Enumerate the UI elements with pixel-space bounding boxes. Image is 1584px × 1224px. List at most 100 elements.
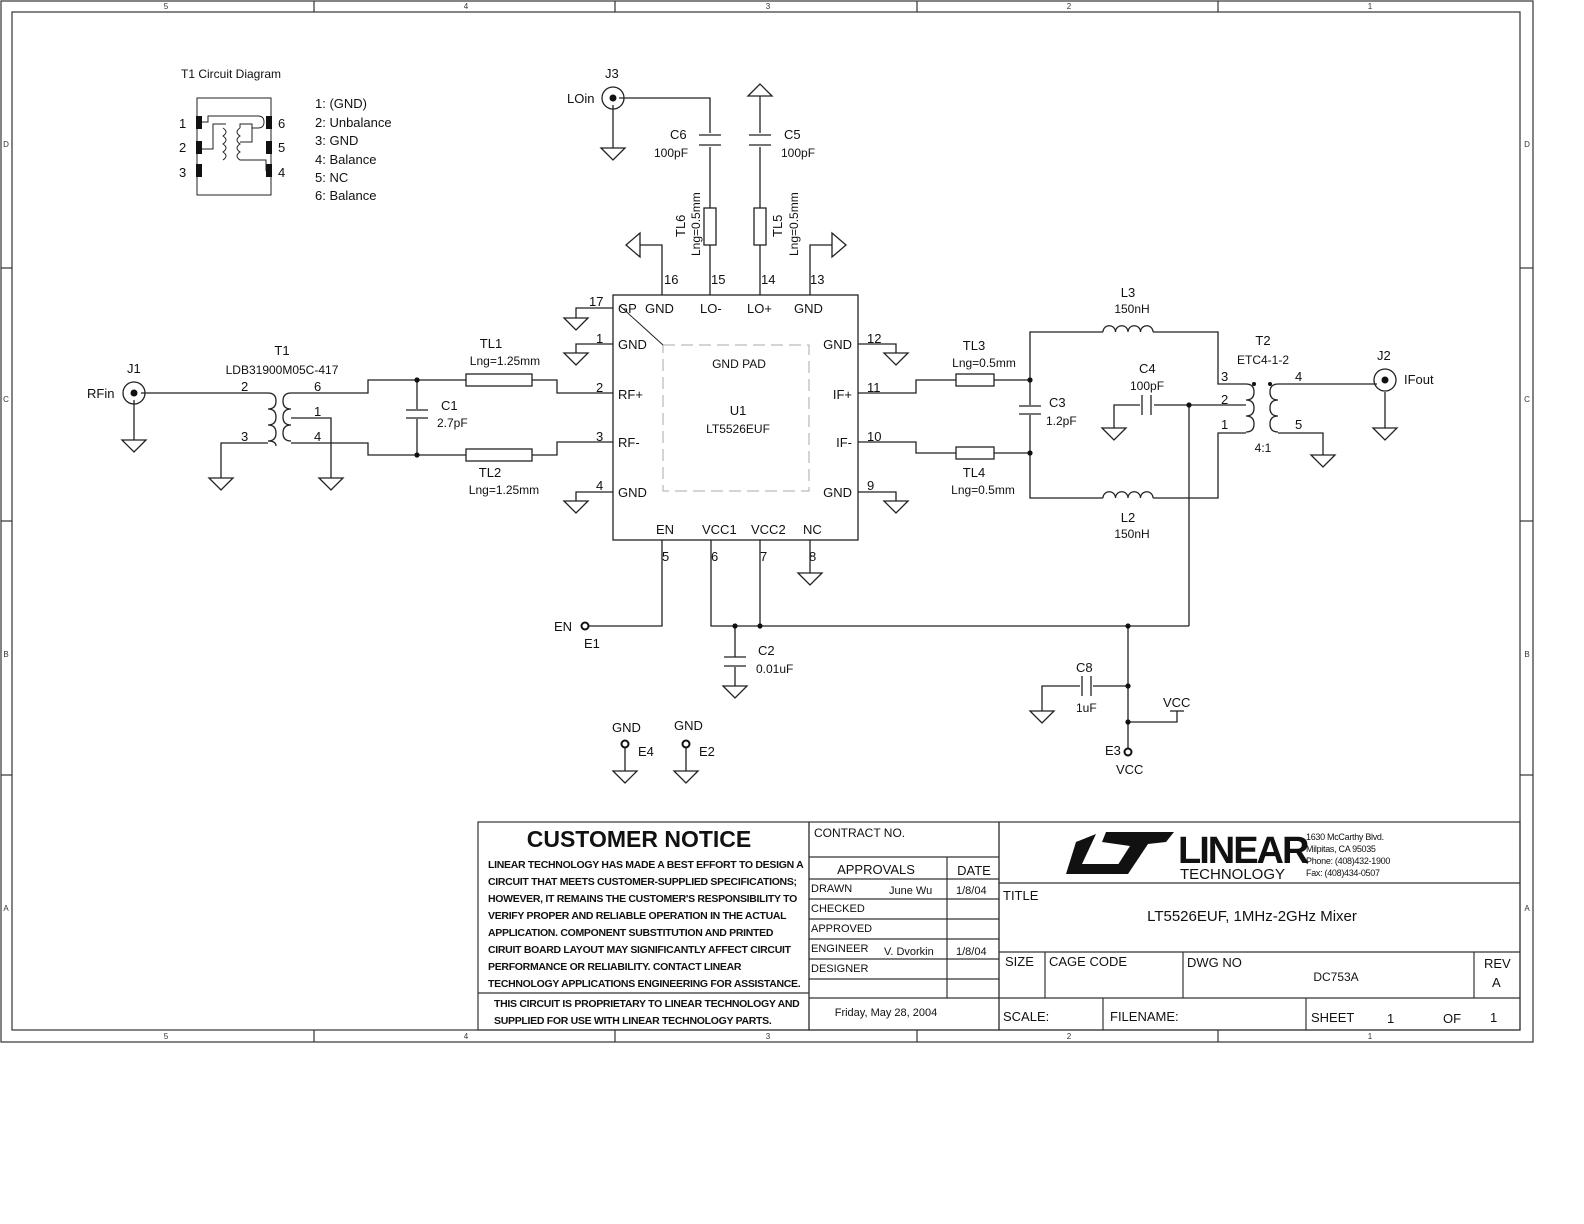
t1-pin-2: 2 xyxy=(241,379,248,394)
l3-value: 150nH xyxy=(1114,302,1149,316)
c8-value: 1uF xyxy=(1076,701,1097,715)
notice-line-2: CIRCUIT THAT MEETS CUSTOMER-SUPPLIED SPE… xyxy=(488,876,797,888)
notice-line-3: HOWEVER, IT REMAINS THE CUSTOMER'S RESPO… xyxy=(488,893,797,905)
u1-pin-3-name: RF- xyxy=(618,435,640,450)
testpoint-e1: EN E1 xyxy=(554,619,600,651)
ground-icon xyxy=(882,352,910,366)
zone-row-d-right: D xyxy=(1524,140,1530,149)
u1-pin-12-num: 12 xyxy=(867,331,881,346)
u1-pin-1-name: GND xyxy=(618,337,647,352)
print-date: Friday, May 28, 2004 xyxy=(835,1007,938,1019)
c5-value: 100pF xyxy=(781,146,815,160)
approval-role-drawn: DRAWN xyxy=(811,883,852,895)
tl2-ref: TL2 xyxy=(479,465,501,480)
t1-pin-6: 6 xyxy=(314,379,321,394)
j3-net: LOin xyxy=(567,91,594,106)
customer-notice-heading: CUSTOMER NOTICE xyxy=(527,826,751,852)
notice-line-5: APPLICATION. COMPONENT SUBSTITUTION AND … xyxy=(488,927,774,939)
t2-pin-3: 3 xyxy=(1221,369,1228,384)
address-line-4: Fax: (408)434-0507 xyxy=(1306,868,1380,878)
zone-col-1: 1 xyxy=(1368,2,1373,11)
l2-ref: L2 xyxy=(1121,510,1135,525)
approval-role-approved: APPROVED xyxy=(811,923,872,935)
u1-pin-13-name: GND xyxy=(794,301,823,316)
u1-pin-16-num: 16 xyxy=(664,272,678,287)
zone-col-5: 5 xyxy=(164,2,169,11)
tl3-ref: TL3 xyxy=(963,338,985,353)
e3-ref: E3 xyxy=(1105,743,1121,758)
t1-pin-1-label: 1 xyxy=(179,116,186,131)
approval-role-designer: DESIGNER xyxy=(811,963,869,975)
tl5-value: Lng=0.5mm xyxy=(787,192,801,256)
t2-pin-2: 2 xyxy=(1221,392,1228,407)
zone-col-2-bottom: 2 xyxy=(1067,1032,1072,1041)
c2-ref: C2 xyxy=(758,643,775,658)
u1-pin-7-name: VCC2 xyxy=(751,522,786,537)
zone-labels: 5 4 3 2 1 5 4 3 2 1 D C B A D C B A xyxy=(3,2,1530,1041)
t2-pin-5: 5 xyxy=(1295,417,1302,432)
tl2-value: Lng=1.25mm xyxy=(469,483,539,497)
u1-pin-8-num: 8 xyxy=(809,549,816,564)
capacitor-c3: C3 1.2pF xyxy=(1019,395,1077,428)
notice-line-8: TECHNOLOGY APPLICATIONS ENGINEERING FOR … xyxy=(488,978,801,990)
tl1-ref: TL1 xyxy=(480,336,502,351)
u1-pin-6-num: 6 xyxy=(711,549,718,564)
ground-icon xyxy=(1309,454,1337,468)
u1-pin-8-name: NC xyxy=(803,522,822,537)
linear-technology-logo: LINEAR TECHNOLOGY xyxy=(1066,830,1311,883)
t1-pin-4: 4 xyxy=(314,429,321,444)
t1-pin-2-label: 2 xyxy=(179,140,186,155)
j3-ref: J3 xyxy=(605,66,619,81)
zone-row-d: D xyxy=(3,140,9,149)
t2-pin-1: 1 xyxy=(1221,417,1228,432)
ground-icon xyxy=(317,477,345,491)
l3-ref: L3 xyxy=(1121,285,1135,300)
rev-label: REV xyxy=(1484,956,1511,971)
u1-pin-7-num: 7 xyxy=(760,549,767,564)
power-arrow-icon xyxy=(831,231,847,259)
tline-tl1: TL1 Lng=1.25mm xyxy=(465,336,540,387)
u1-pin-15-name: LO- xyxy=(700,301,722,316)
t1-legend-2: 2: Unbalance xyxy=(315,115,392,130)
zone-col-2: 2 xyxy=(1067,2,1072,11)
c8-ref: C8 xyxy=(1076,660,1093,675)
dwg-no-value: DC753A xyxy=(1313,970,1358,984)
ground-icon xyxy=(207,477,235,491)
transformer-t2: T2 ETC4-1-2 4:1 3 2 1 4 5 xyxy=(1221,333,1302,455)
connector-j2: J2 IFout xyxy=(1373,348,1434,392)
t1-legend-6: 6: Balance xyxy=(315,188,376,203)
j2-net: IFout xyxy=(1404,372,1434,387)
ground-icon xyxy=(1100,427,1128,441)
tline-tl2: TL2 Lng=1.25mm xyxy=(465,448,539,497)
logo-subtitle: TECHNOLOGY xyxy=(1180,866,1285,883)
c5-ref: C5 xyxy=(784,127,801,142)
t1-pin-6-label: 6 xyxy=(278,116,285,131)
vcc-power-label: VCC xyxy=(1163,695,1190,710)
u1-pin-9-num: 9 xyxy=(867,478,874,493)
t2-pin-4: 4 xyxy=(1295,369,1302,384)
approval-name-engineer: V. Dvorkin xyxy=(884,946,934,958)
address-line-3: Phone: (408)432-1900 xyxy=(1306,856,1390,866)
e4-net: GND xyxy=(612,720,641,735)
ground-icon xyxy=(1028,710,1056,724)
capacitor-c1: C1 2.7pF xyxy=(406,398,468,430)
zone-row-a-right: A xyxy=(1524,904,1530,913)
inductor-l2: L2 150nH xyxy=(1102,491,1154,541)
notice-line-1: LINEAR TECHNOLOGY HAS MADE A BEST EFFORT… xyxy=(488,859,804,871)
u1-pin-14-name: LO+ xyxy=(747,301,772,316)
date-header: DATE xyxy=(957,863,991,878)
tline-tl5: TL5 Lng=0.5mm xyxy=(753,192,801,256)
t2-value: ETC4-1-2 xyxy=(1237,353,1289,367)
rev-value: A xyxy=(1492,975,1501,990)
logo-l-mark-icon xyxy=(1066,834,1128,874)
drawing-title: LT5526EUF, 1MHz-2GHz Mixer xyxy=(1147,908,1357,925)
size-label: SIZE xyxy=(1005,954,1034,969)
zone-col-3: 3 xyxy=(766,2,771,11)
t2-ref: T2 xyxy=(1255,333,1270,348)
c1-value: 2.7pF xyxy=(437,416,468,430)
junctions xyxy=(414,377,1192,725)
c1-ref: C1 xyxy=(441,398,458,413)
scale-label: SCALE: xyxy=(1003,1009,1049,1024)
capacitor-c8: C8 1uF xyxy=(1076,660,1097,715)
